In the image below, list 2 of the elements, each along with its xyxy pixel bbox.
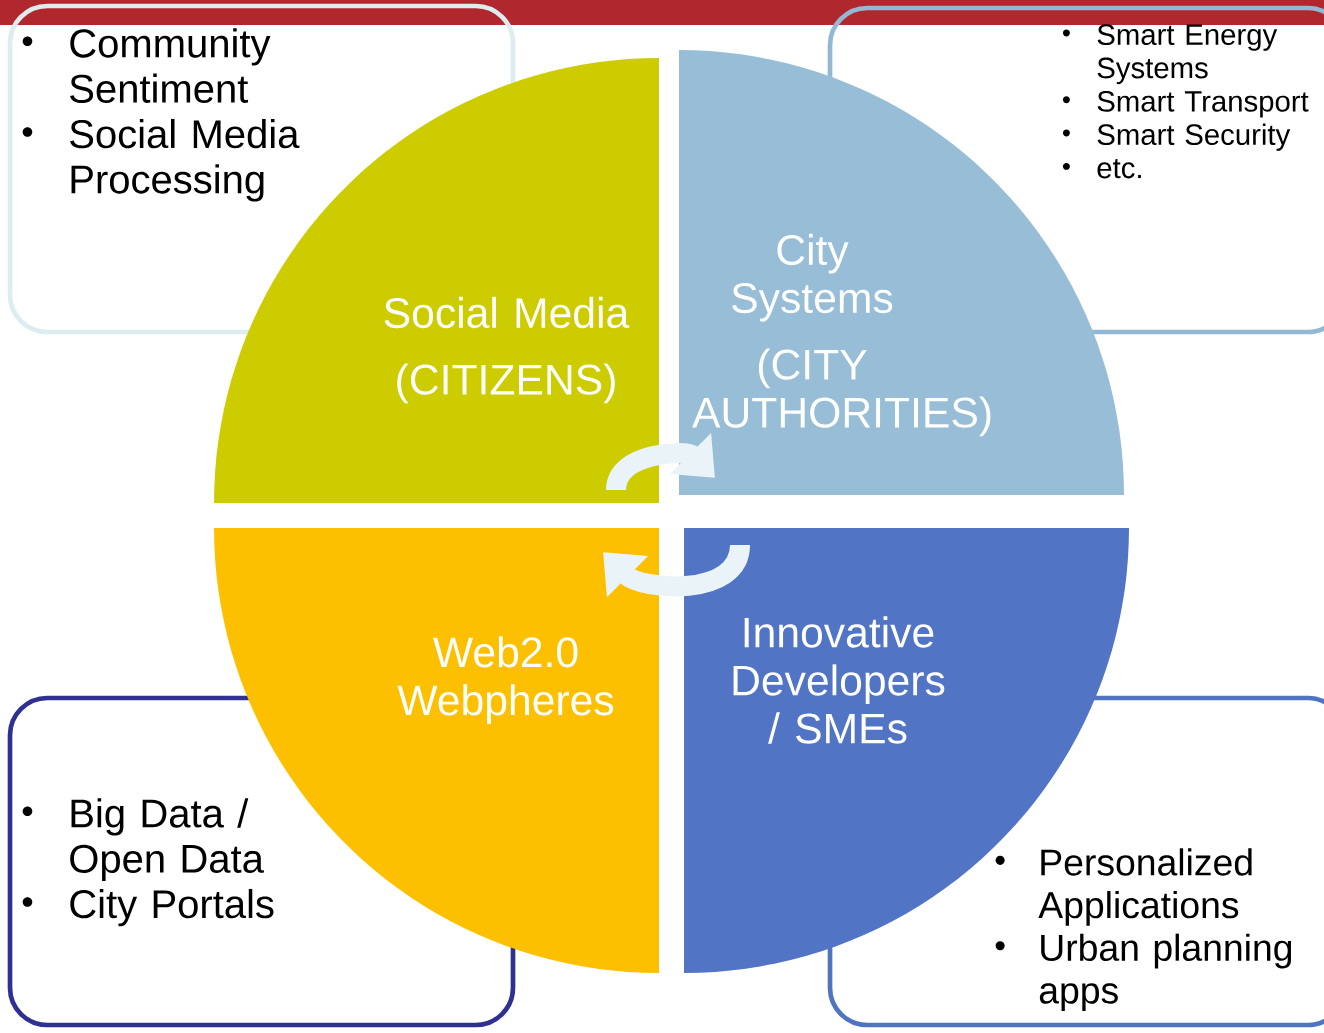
circular-arrow: [603, 543, 750, 598]
circular-arrow: [606, 432, 715, 492]
